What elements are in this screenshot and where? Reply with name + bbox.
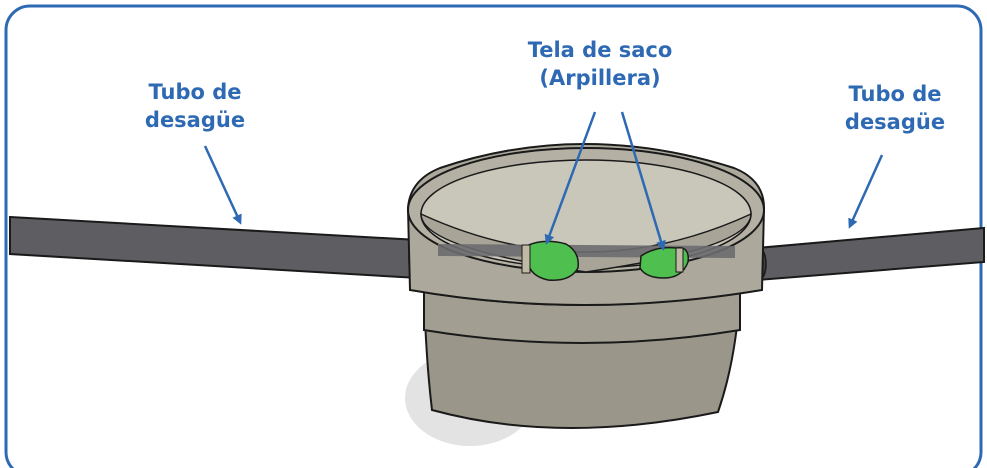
left-drain-pipe-label-line1: Tubo de	[148, 80, 242, 104]
left-drain-pipe-label-line2: desagüe	[144, 108, 246, 132]
right-drain-pipe-label-line2: desagüe	[844, 110, 946, 134]
arrow-burlap-left	[544, 111, 597, 245]
bucket	[406, 143, 766, 429]
left-drain-pipe	[9, 215, 422, 280]
burlap-label-line2: (Arpillera)	[539, 66, 661, 90]
burlap-label: Tela de saco (Arpillera)	[490, 36, 710, 92]
burlap-label-line1: Tela de saco	[527, 38, 673, 62]
arrow-right-pipe	[848, 154, 884, 229]
burlap-right	[639, 246, 689, 279]
arrow-burlap-right	[620, 111, 666, 251]
right-drain-pipe-label: Tubo de desagüe	[820, 80, 970, 136]
right-drain-pipe	[751, 226, 985, 282]
left-drain-pipe-label: Tubo de desagüe	[120, 78, 270, 134]
burlap-left	[521, 240, 579, 281]
right-drain-pipe-label-line1: Tubo de	[848, 82, 942, 106]
arrow-left-pipe	[203, 145, 242, 225]
